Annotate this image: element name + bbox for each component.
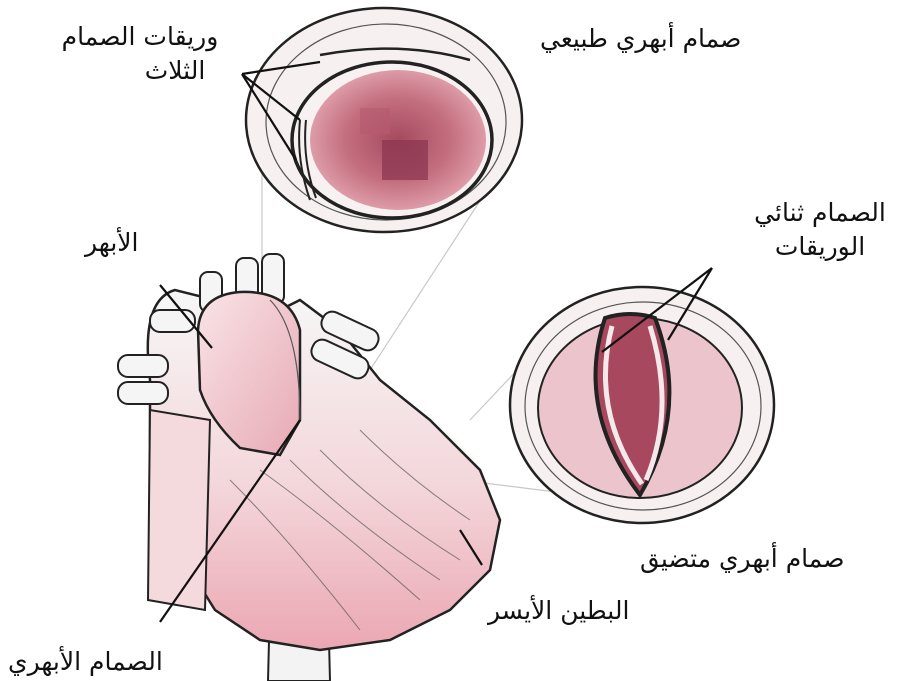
label-stenotic-aortic-valve: صمام أبهري متضيق xyxy=(640,542,844,576)
label-bicuspid-valve-line2: الوريقات xyxy=(740,230,900,264)
label-tricuspid-leaflets: وريقات الصمام الثلاث xyxy=(40,20,240,88)
label-tricuspid-leaflets-line2: الثلاث xyxy=(40,54,240,88)
label-bicuspid-valve: الصمام ثنائي الوريقات xyxy=(740,196,900,264)
label-aortic-valve: الصمام الأبهري xyxy=(8,645,163,679)
label-bicuspid-valve-line1: الصمام ثنائي xyxy=(740,196,900,230)
label-tricuspid-leaflets-line1: وريقات الصمام xyxy=(40,20,240,54)
label-normal-aortic-valve: صمام أبهري طبيعي xyxy=(540,22,741,56)
normal-aortic-valve-illustration xyxy=(246,8,522,232)
label-left-ventricle: البطين الأيسر xyxy=(488,594,629,628)
heart-illustration xyxy=(118,254,500,681)
label-aorta: الأبهر xyxy=(85,226,138,260)
